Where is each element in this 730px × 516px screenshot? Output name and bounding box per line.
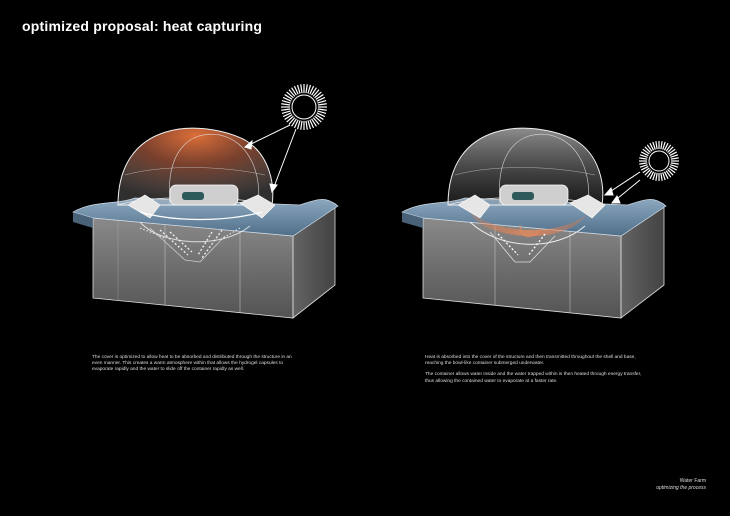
base-block (422, 205, 665, 319)
sun-rays (244, 124, 297, 194)
left-caption: The cover is optimized to allow heat to … (92, 355, 302, 379)
sun-icon (639, 141, 679, 181)
inner-mechanism (127, 184, 276, 221)
caption-paragraph: The cover is optimized to allow heat to … (92, 355, 292, 373)
right-caption: Heat is absorbed into the cover of the s… (425, 355, 647, 390)
project-name: Water Farm (679, 478, 706, 484)
left-diagram (72, 84, 339, 319)
caption-paragraph: The container allows water inside and th… (425, 372, 642, 384)
sun-icon (281, 84, 327, 130)
project-subtitle: optimizing the process (656, 484, 706, 491)
base-block (92, 205, 336, 319)
right-diagram (401, 127, 679, 319)
sun-rays (603, 171, 641, 204)
footer: Water Farm optimizing the process (656, 478, 706, 491)
heated-bowl (468, 210, 590, 263)
inner-mechanism (457, 184, 606, 219)
caption-paragraph: Heat is absorbed into the cover of the s… (425, 355, 636, 367)
page-title: optimized proposal: heat capturing (22, 18, 263, 34)
submerged-bowl (139, 221, 251, 263)
